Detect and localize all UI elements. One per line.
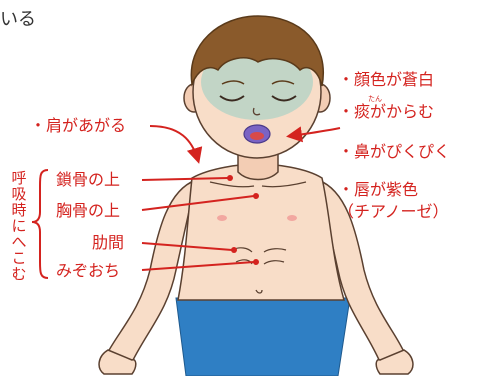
left-arm xyxy=(106,178,198,363)
shoulder-arrow xyxy=(149,125,203,164)
label-shoulders: ・肩があがる xyxy=(30,116,127,135)
retraction-item-suprasternal: 胸骨の上 xyxy=(56,201,121,220)
label-phlegm: ・痰がからむ xyxy=(338,102,435,121)
retraction-heading: 呼吸時にへこむ xyxy=(11,169,27,283)
retraction-item-epigastric: みぞおち xyxy=(56,261,121,280)
retraction-item-supraclavicular: 鎖骨の上 xyxy=(56,170,121,189)
retraction-brace xyxy=(31,169,49,279)
right-hand xyxy=(375,349,414,375)
top-fragment-text: いる xyxy=(0,9,36,30)
left-hand xyxy=(98,349,137,375)
label-lips: ・唇が紫色 xyxy=(338,180,419,199)
face-arrow xyxy=(286,126,341,143)
retraction-item-intercostal: 肋間 xyxy=(92,233,125,252)
hair xyxy=(190,15,324,87)
label-cyanosis: （チアノーゼ） xyxy=(338,202,449,221)
label-nose: ・鼻がぴくぴく xyxy=(338,142,451,161)
label-face-pale: ・顔色が蒼白 xyxy=(338,70,435,89)
right-arm xyxy=(316,178,406,363)
label-phlegm-reading: たん xyxy=(368,95,382,103)
